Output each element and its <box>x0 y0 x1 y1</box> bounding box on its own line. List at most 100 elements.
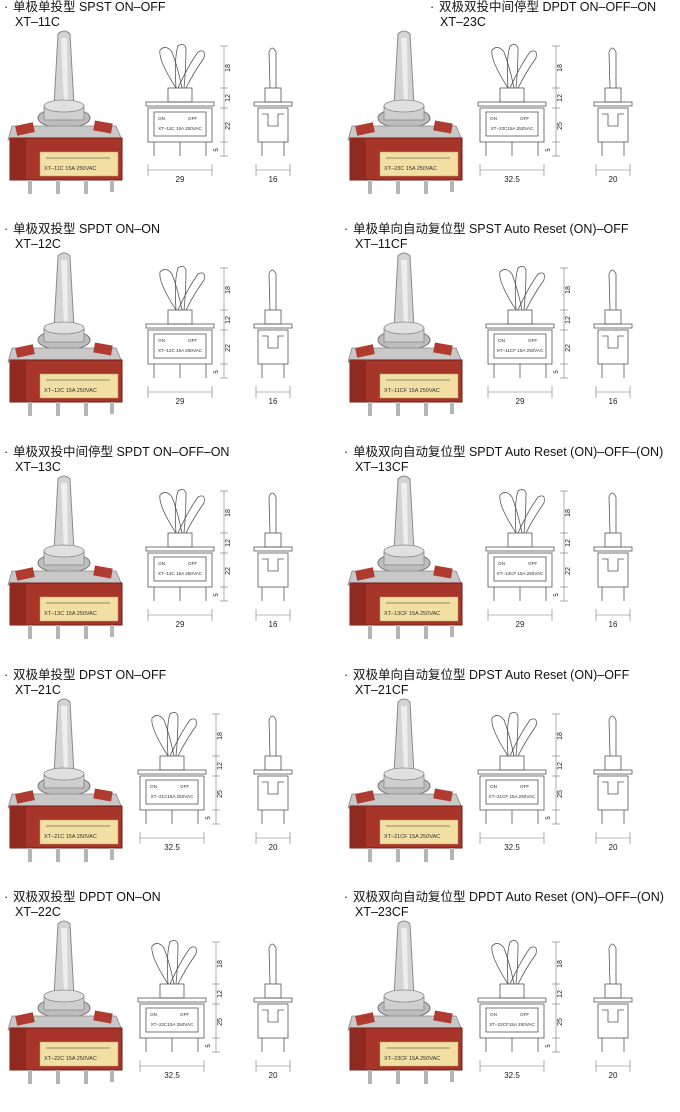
front-view-group <box>145 44 215 156</box>
plate-text: XT–11C 15A 250VAC <box>158 126 202 131</box>
body-outline <box>479 775 545 811</box>
label-plate-outline <box>493 333 547 359</box>
bushing-outline <box>167 87 193 103</box>
side-flange-outline <box>253 101 293 107</box>
lever-left-outline <box>159 269 183 311</box>
product-code: XT–23C <box>440 15 486 29</box>
dim-depth: 20 <box>609 843 618 852</box>
product-title-text: 双极单投型 DPST ON–OFF <box>13 668 167 682</box>
dim-pin-height: 5 <box>554 593 560 597</box>
side-view-group <box>593 47 633 156</box>
dim-lever-height: 18 <box>565 286 572 294</box>
lever-center-outline <box>174 266 187 311</box>
body-outline <box>147 329 213 365</box>
switch-photo: XT–13CF 15A 250VAC <box>347 475 463 639</box>
plate-off-label: OFF <box>180 1012 189 1017</box>
plate-off-label: OFF <box>520 1012 529 1017</box>
body-outline <box>487 552 553 588</box>
side-body-detail <box>262 781 284 795</box>
dim-lever-height: 18 <box>217 732 224 740</box>
side-view-drawing: 16 <box>593 492 633 629</box>
body-label: XT–11C 15A 250VAC <box>44 166 96 172</box>
dim-width: 32.5 <box>504 843 520 852</box>
dim-bushing-height: 12 <box>225 94 232 102</box>
side-dimension-lines <box>595 1060 631 1072</box>
product-section-xt11c: ·单极单投型 SPST ON–OFF XT–11C XT–11C 15A 250… <box>0 0 340 222</box>
plate-off-label: OFF <box>528 561 537 566</box>
front-view-group <box>477 44 547 156</box>
switch-photo: XT–11C 15A 250VAC <box>7 30 123 194</box>
dim-pin-height: 5 <box>214 370 220 374</box>
body-label: XT–13CF 15A 250VAC <box>384 611 440 617</box>
side-flange-outline <box>253 323 293 329</box>
dim-depth: 16 <box>269 620 278 629</box>
side-view-group <box>593 492 633 601</box>
body-label: XT–23C 15A 250VAC <box>384 166 437 172</box>
flange-outline <box>477 997 547 1003</box>
side-dimension-lines <box>595 164 631 176</box>
dimension-lines <box>147 45 228 176</box>
plate-off-label: OFF <box>188 116 197 121</box>
product-code: XT–11CF <box>355 237 408 251</box>
front-view-group <box>145 489 215 601</box>
side-view-group <box>253 715 293 824</box>
side-flange-outline <box>253 769 293 775</box>
plate-off-label: OFF <box>528 338 537 343</box>
lever-left-outline <box>151 715 175 757</box>
dim-bushing-height: 12 <box>217 762 224 770</box>
body-label: XT–22C 15A 250VAC <box>44 1056 97 1062</box>
side-view-drawing: 16 <box>593 269 633 406</box>
side-bushing-outline <box>264 755 282 771</box>
flange-outline <box>137 769 207 775</box>
product-code: XT–21CF <box>355 683 409 697</box>
product-code: XT–22C <box>15 905 61 919</box>
lever-left-outline <box>491 715 515 757</box>
dim-body-height: 25 <box>217 1018 224 1026</box>
plate-on-label: ON <box>150 1012 157 1017</box>
product-title-text: 单极单向自动复位型 SPST Auto Reset (ON)–OFF <box>353 222 629 236</box>
product-code: XT–21C <box>15 683 61 697</box>
lever-right-outline <box>177 50 205 89</box>
dim-lever-height: 18 <box>557 732 564 740</box>
lever-right-outline <box>517 272 545 311</box>
side-body-detail <box>262 335 284 349</box>
front-view-group <box>477 940 547 1052</box>
bullet-icon: · <box>4 445 9 459</box>
product-title: ·单极双投型 SPDT ON–ON <box>4 222 160 237</box>
switch-photo: XT–21C 15A 250VAC <box>7 698 123 862</box>
front-view-group <box>485 489 555 601</box>
product-title-text: 单极单投型 SPST ON–OFF <box>13 0 166 14</box>
dim-body-height: 22 <box>565 567 572 575</box>
lever-left-outline <box>491 943 515 985</box>
dim-pin-height: 5 <box>546 148 552 152</box>
dim-width: 29 <box>516 397 525 406</box>
dim-width: 32.5 <box>504 175 520 184</box>
product-section-xt21cf: ·双极单向自动复位型 DPST Auto Reset (ON)–OFF XT–2… <box>340 668 680 890</box>
product-section-xt12c: ·单极双投型 SPDT ON–ON XT–12C XT–12C 15A 250V… <box>0 222 340 444</box>
side-body-detail <box>262 558 284 572</box>
dimension-lines <box>147 490 228 621</box>
side-view-drawing: 20 <box>253 943 293 1080</box>
bushing-outline <box>499 755 525 771</box>
lever-center-outline <box>166 712 179 757</box>
product-title: ·单极单投型 SPST ON–OFF <box>4 0 166 15</box>
dim-width: 32.5 <box>504 1071 520 1080</box>
side-view-drawing: 20 <box>593 715 633 852</box>
plate-off-label: OFF <box>188 561 197 566</box>
side-body-outline <box>597 775 629 811</box>
side-bushing-outline <box>264 87 282 103</box>
product-code: XT–13C <box>15 460 61 474</box>
side-body-outline <box>597 107 629 143</box>
dimension-lines <box>147 267 228 398</box>
dim-depth: 20 <box>269 1071 278 1080</box>
side-dimension-lines <box>255 1060 291 1072</box>
plate-text: XT–23CF15A 250VAC <box>489 1022 535 1027</box>
side-bushing-outline <box>604 983 622 999</box>
lever-right-outline <box>177 495 205 534</box>
label-plate-outline <box>485 111 539 137</box>
side-bushing-outline <box>604 532 622 548</box>
front-view-group <box>137 940 207 1052</box>
plate-on-label: ON <box>490 116 497 121</box>
